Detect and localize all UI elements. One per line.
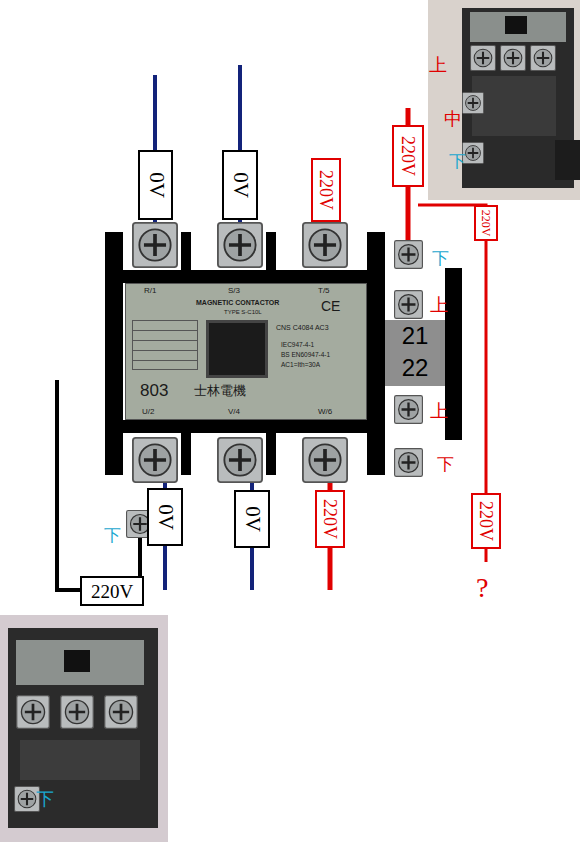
nameplate-text: CNS C4084 AC3 xyxy=(276,324,329,331)
voltage-text: 220V xyxy=(317,170,335,210)
position-marker: 上 xyxy=(430,296,448,314)
nameplate: R/1 S/3 T/5MAGNETIC CONTACTOR TYPE S-C10L CE… xyxy=(125,283,367,420)
voltage-box: 220V xyxy=(471,493,501,549)
voltage-text: 0V xyxy=(230,172,251,198)
voltage-text: 220V xyxy=(399,136,417,176)
voltage-box: 0V xyxy=(222,150,258,220)
nameplate-text: U/2 xyxy=(142,408,154,416)
wires xyxy=(57,65,486,590)
contact-number: 21 xyxy=(402,324,429,348)
position-marker: 下 xyxy=(437,456,454,473)
position-marker: 上 xyxy=(430,402,448,420)
nameplate-text: BS EN60947-4-1 xyxy=(281,352,330,359)
nameplate-text: S/3 xyxy=(228,287,240,295)
contact-number: 22 xyxy=(402,356,429,380)
voltage-text: 0V xyxy=(145,172,166,198)
voltage-box: 220V xyxy=(311,158,341,222)
voltage-text: 220V xyxy=(91,582,133,601)
aux-contact-block: 2122 xyxy=(385,320,445,386)
nameplate-text: 士林電機 xyxy=(194,384,246,397)
nameplate-text: V/4 xyxy=(228,408,240,416)
voltage-box: 220V xyxy=(80,576,144,606)
voltage-text: 220V xyxy=(321,499,339,539)
question-mark: ? xyxy=(476,574,488,602)
nameplate-text: IEC947-4-1 xyxy=(281,342,314,349)
voltage-box: 0V xyxy=(234,490,270,548)
nameplate-text: W/6 xyxy=(318,408,332,416)
voltage-text: 220V xyxy=(477,501,495,541)
window-square xyxy=(206,320,268,378)
voltage-text: 220V xyxy=(480,210,492,237)
position-marker: 下 xyxy=(104,527,121,544)
nameplate-text: T/5 xyxy=(318,287,330,295)
position-marker: 中 xyxy=(444,110,462,128)
position-marker: 下 xyxy=(449,153,466,170)
nameplate-text: 803 xyxy=(140,382,168,399)
position-marker: 下 xyxy=(432,250,449,267)
photo-top-right xyxy=(428,0,580,200)
nameplate-text: R/1 xyxy=(144,287,156,295)
voltage-box: 220V xyxy=(315,490,345,548)
nameplate-text: AC1=Ith=30A xyxy=(281,362,320,369)
voltage-box: 0V xyxy=(138,150,173,220)
voltage-text: 0V xyxy=(155,504,176,530)
position-marker: 上 xyxy=(429,56,447,74)
voltage-box: 220V xyxy=(392,125,424,187)
photo-bottom-left xyxy=(0,615,168,842)
rating-table xyxy=(132,320,198,370)
nameplate-text: MAGNETIC CONTACTOR xyxy=(196,299,279,306)
position-marker: 下 xyxy=(36,790,54,808)
voltage-box: 220V xyxy=(474,205,498,241)
voltage-box: 0V xyxy=(147,488,183,546)
nameplate-text: CE xyxy=(321,299,340,313)
nameplate-text: TYPE S-C10L xyxy=(224,309,262,315)
voltage-text: 0V xyxy=(242,506,263,532)
